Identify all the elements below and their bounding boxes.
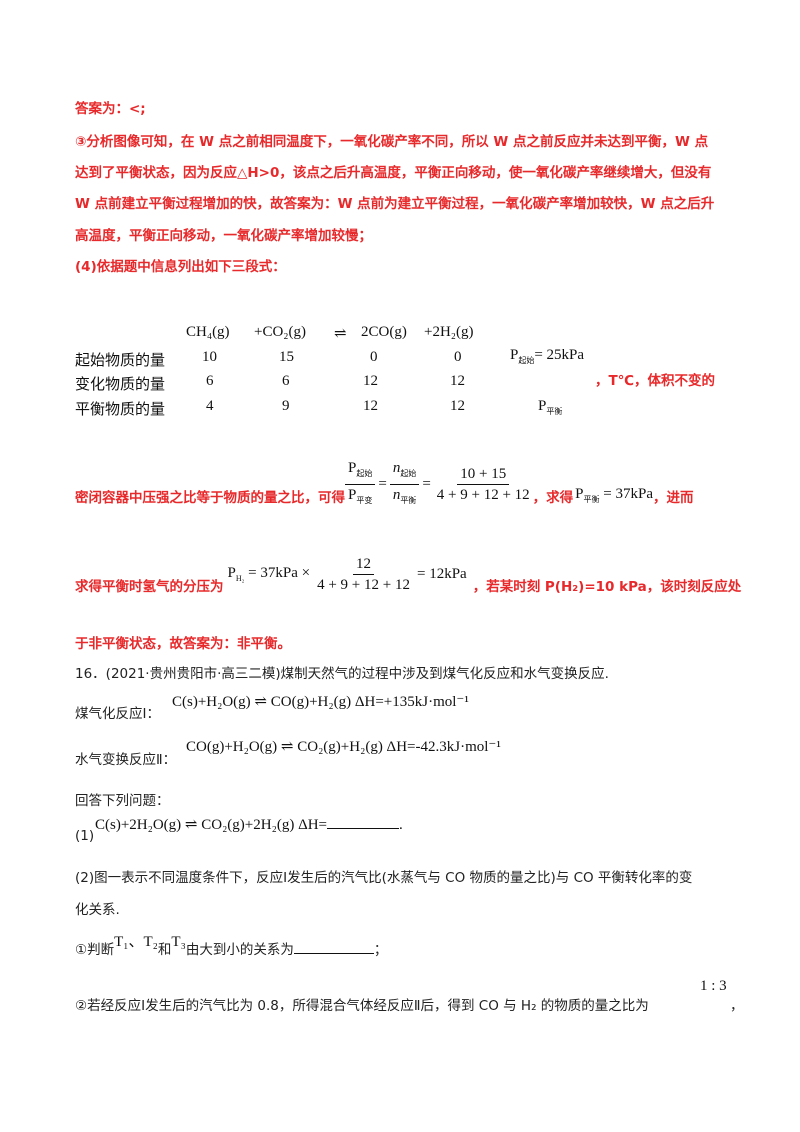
question-1-label: (1) — [75, 828, 95, 844]
answer-blank[interactable] — [293, 939, 374, 954]
reaction-1: 煤气化反应Ⅰ： — [75, 706, 160, 722]
table-cell: 12 — [450, 398, 465, 414]
reaction-1-equation: C(s)+H₂O(g) ⇌ CO(g)+H₂(g) ΔH=+135kJ·mol⁻… — [172, 694, 469, 710]
table-row-label-initial: 起始物质的量 — [75, 353, 166, 369]
table-header-h2: +2H₂(g) — [424, 324, 474, 340]
numeric-fraction: 10 + 15 4 + 9 + 12 + 12 — [436, 466, 530, 503]
conclusion: 于非平衡状态，故答案为：非平衡。 — [75, 636, 291, 652]
equilibrium-pressure-value: P平衡 = 37kPa — [575, 486, 653, 504]
initial-pressure: P起始= 25kPa — [510, 347, 585, 365]
h2-pressure-line: 求得平衡时氢气的分压为 PH₂ = 37kPa × 12 4 + 9 + 12 … — [75, 555, 742, 596]
question-2b: ②若经反应Ⅰ发生后的汽气比为 0.8，所得混合气体经反应Ⅱ后，得到 CO 与 H… — [75, 998, 649, 1014]
pressure-fraction: P起始 P平变 — [345, 459, 376, 510]
table-cell: 12 — [363, 373, 378, 389]
question-2a: ①判断T₁、T₂和T₃由大到小的关系为； — [75, 934, 388, 958]
table-header-ch4: CH₄(g) — [186, 324, 230, 340]
table-cell: 10 — [202, 349, 217, 365]
table-cell: 9 — [282, 398, 290, 414]
answer-prompt: 回答下列问题： — [75, 793, 170, 809]
table-cell: 15 — [279, 349, 294, 365]
h2-fraction: 12 4 + 9 + 12 + 12 — [317, 555, 410, 593]
table-cell: 6 — [206, 373, 214, 389]
ratio-value: 1 : 3 — [700, 978, 727, 994]
answer-line-6: (4)依据题中信息列出如下三段式： — [75, 259, 286, 275]
question-2-line-2: 化关系. — [75, 902, 120, 918]
table-cell: 0 — [454, 349, 462, 365]
question-2b-end: ， — [730, 998, 744, 1014]
answer-line-3: 达到了平衡状态，因为反应△H>0，该点之后升高温度，平衡正向移动，使一氧化碳产率… — [75, 165, 712, 181]
h2-pressure-symbol: PH₂ = 37kPa × — [227, 565, 311, 583]
answer-blank[interactable] — [327, 814, 400, 829]
table-side-note: ，T℃，体积不变的 — [595, 373, 716, 389]
reaction-2-equation: CO(g)+H₂O(g) ⇌ CO₂(g)+H₂(g) ΔH=-42.3kJ·m… — [186, 739, 501, 755]
moles-fraction: n起始 n平衡 — [389, 459, 420, 510]
table-header-co: 2CO(g) — [361, 324, 407, 340]
question-1-equation: C(s)+2H₂O(g) ⇌ CO₂(g)+2H₂(g) ΔH=. — [95, 814, 403, 834]
question-2-line-1: (2)图一表示不同温度条件下，反应Ⅰ发生后的汽气比(水蒸气与 CO 物质的量之比… — [75, 870, 693, 886]
table-row-label-change: 变化物质的量 — [75, 377, 166, 393]
answer-line-5: 高温度，平衡正向移动，一氧化碳产率增加较慢； — [75, 228, 372, 244]
pressure-ratio-line: 密闭容器中压强之比等于物质的量之比，可得 P起始 P平变 = n起始 n平衡 =… — [75, 459, 693, 510]
table-cell: 6 — [282, 373, 290, 389]
reaction-2-label: 水气变换反应Ⅱ： — [75, 752, 177, 768]
table-header-equilibrium: ⇌ — [334, 326, 347, 342]
table-cell: 0 — [370, 349, 378, 365]
answer-line-2: ③分析图像可知，在 W 点之前相同温度下，一氧化碳产率不同，所以 W 点之前反应… — [75, 134, 709, 150]
answer-line-1: 答案为：<; — [75, 101, 146, 117]
table-row-label-equilibrium: 平衡物质的量 — [75, 402, 166, 418]
table-cell: 12 — [363, 398, 378, 414]
equilibrium-pressure: P平衡 — [538, 398, 563, 416]
answer-line-4: W 点前建立平衡过程增加的快，故答案为：W 点前为建立平衡过程，一氧化碳产率增加… — [75, 196, 715, 212]
table-header-co2: +CO₂(g) — [254, 324, 307, 340]
table-cell: 12 — [450, 373, 465, 389]
ratio-prefix: 密闭容器中压强之比等于物质的量之比，可得 — [75, 489, 345, 506]
question-16-title: 16．(2021·贵州贵阳市·高三二模)煤制天然气的过程中涉及到煤气化反应和水气… — [75, 666, 609, 682]
table-cell: 4 — [206, 398, 214, 414]
